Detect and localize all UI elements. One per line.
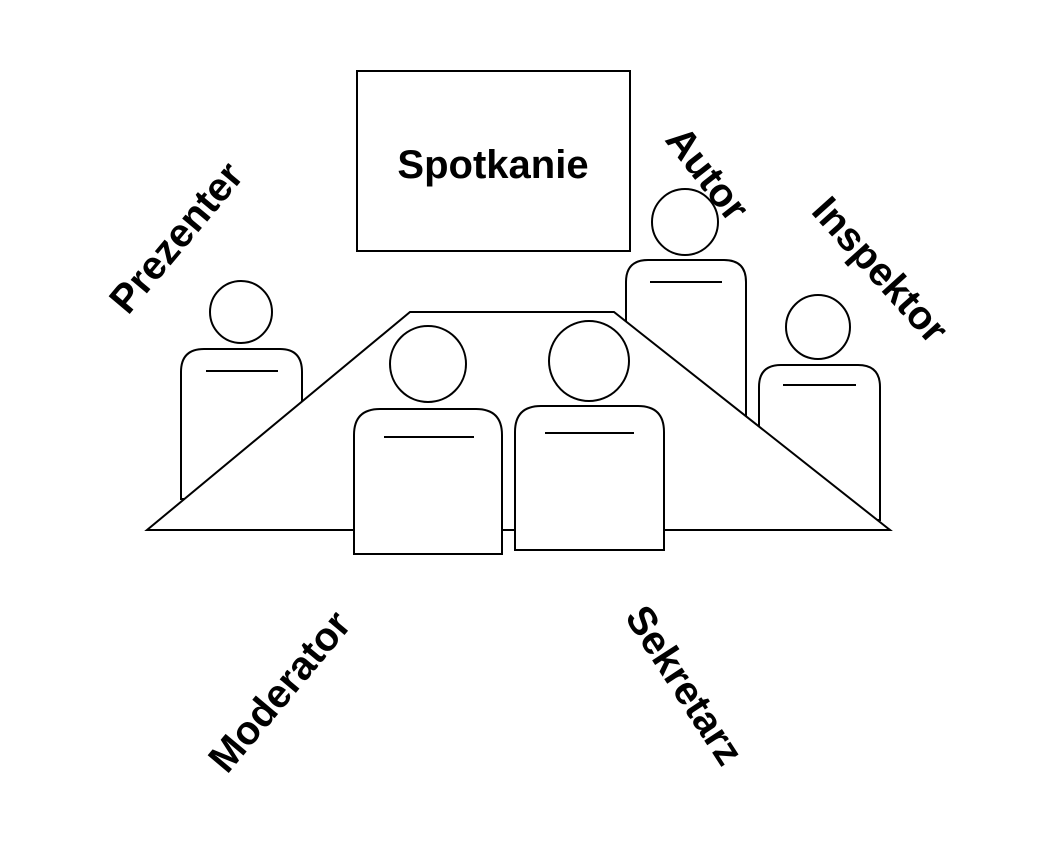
- inspector-head: [785, 294, 851, 360]
- author-head: [651, 188, 719, 256]
- screen-frame: [356, 70, 631, 252]
- presentation-screen: Spotkanie: [356, 70, 631, 252]
- moderator-figure: [353, 325, 503, 555]
- presenter-head: [209, 280, 273, 344]
- role-label-secretary: Sekretarz: [616, 598, 751, 773]
- screen-label: Spotkanie: [397, 143, 588, 187]
- secretary-head: [548, 320, 630, 402]
- moderator-head: [389, 325, 467, 403]
- role-label-moderator: Moderator: [200, 603, 359, 781]
- moderator-chair: [353, 408, 503, 555]
- secretary-figure: [514, 320, 665, 551]
- secretary-chair: [514, 405, 665, 551]
